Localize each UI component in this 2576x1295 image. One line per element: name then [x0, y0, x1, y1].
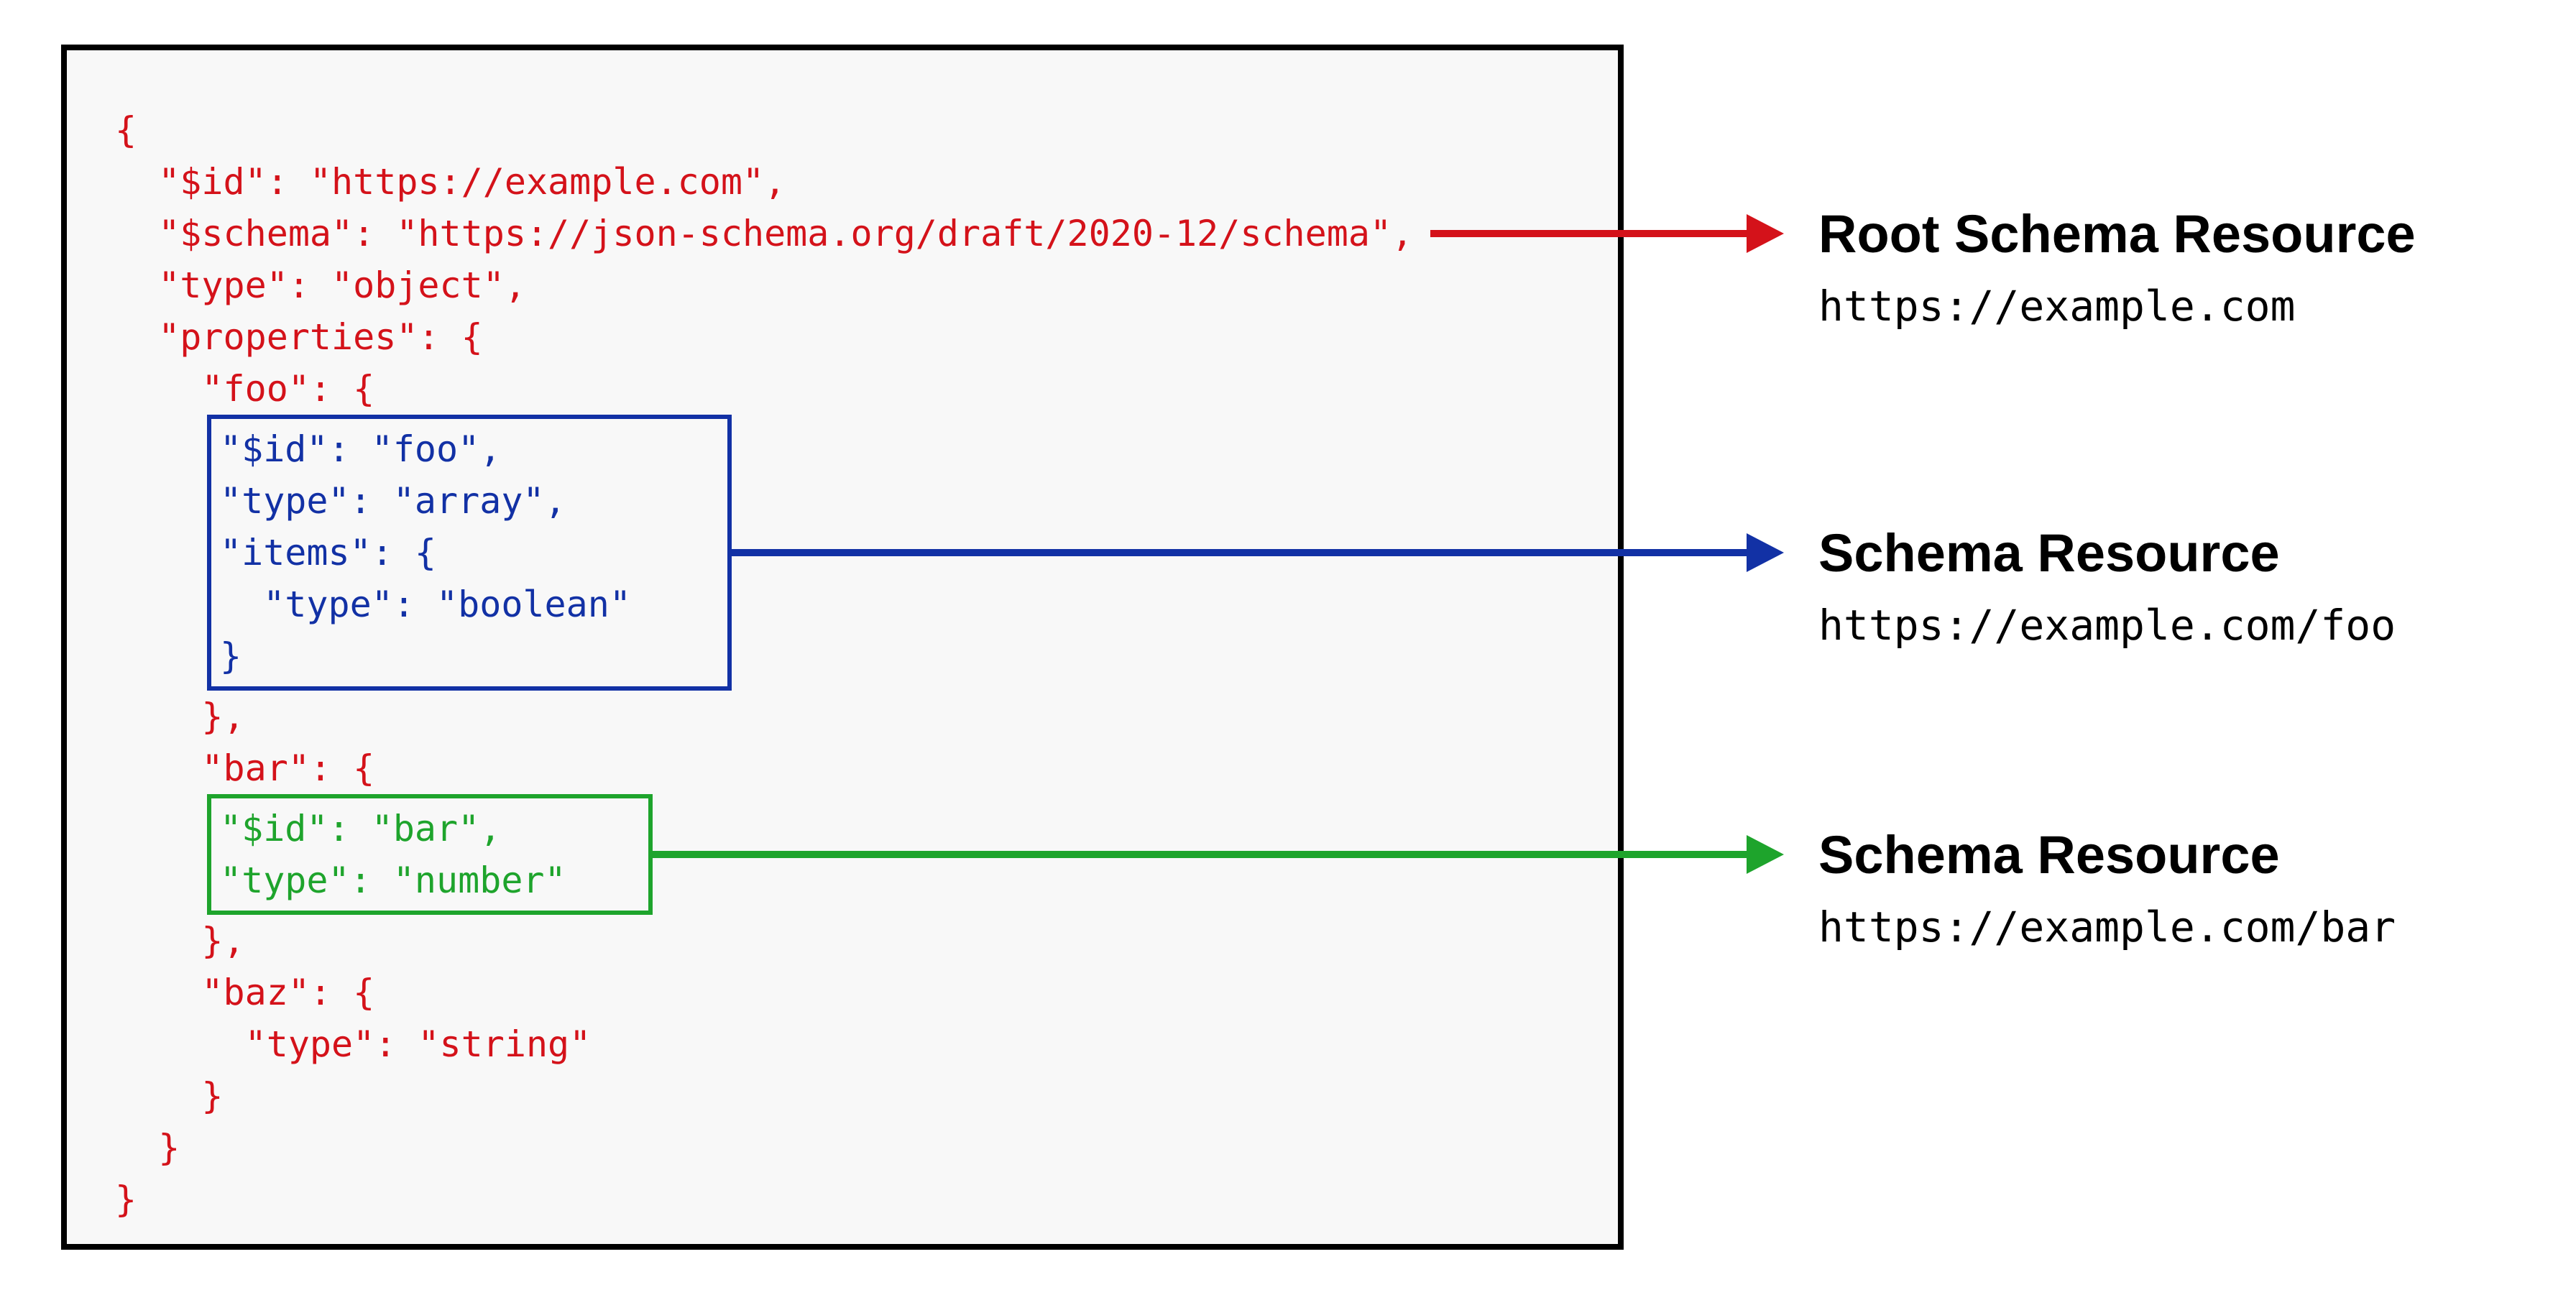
code-line: "$id": "https://example.com",	[115, 161, 786, 203]
foo-schema-resource-box: "$id": "foo", "type": "array", "items": …	[207, 415, 732, 691]
code-line: }	[115, 1075, 224, 1117]
code-line: "type": "object",	[115, 264, 526, 306]
code-line: "foo": {	[115, 368, 375, 410]
code-line: }	[115, 1127, 180, 1169]
code-line: "$id": "bar",	[220, 808, 502, 849]
code-line: "type": "string"	[115, 1023, 592, 1065]
annotation-title: Root Schema Resource	[1818, 204, 2416, 264]
root-arrowhead-icon	[1747, 214, 1784, 253]
bar-arrow-line	[650, 851, 1752, 858]
code-line: "$id": "foo",	[220, 428, 502, 470]
bar-schema-resource-box: "$id": "bar", "type": "number"	[207, 794, 653, 915]
code-line-schema-keyword: "$schema": "https://json-schema.org/draf…	[115, 213, 1414, 254]
root-arrow-line	[1430, 230, 1752, 237]
schema-code-panel	[61, 45, 1624, 1250]
annotation-url: https://example.com/bar	[1818, 903, 2396, 951]
code-line: "bar": {	[115, 747, 375, 789]
foo-arrowhead-icon	[1747, 533, 1784, 572]
annotation-url: https://example.com/foo	[1818, 601, 2396, 650]
code-line: },	[115, 696, 245, 737]
code-line: {	[115, 109, 137, 151]
code-line: }	[220, 635, 242, 677]
annotation-url: https://example.com	[1818, 282, 2296, 331]
code-line: "type": "boolean"	[220, 584, 631, 625]
code-line: },	[115, 920, 245, 962]
annotation-foo-schema-resource: Schema Resource https://example.com/foo	[1818, 523, 2396, 651]
bar-arrowhead-icon	[1747, 835, 1784, 874]
code-line: "baz": {	[115, 972, 375, 1013]
code-line: "properties": {	[115, 316, 483, 358]
annotation-bar-schema-resource: Schema Resource https://example.com/bar	[1818, 825, 2396, 953]
code-line: "type": "array",	[220, 480, 566, 522]
json-schema-code: { "$id": "https://example.com", "$schema…	[115, 104, 1413, 1225]
code-line: "items": {	[220, 532, 437, 573]
code-line: }	[115, 1179, 137, 1220]
code-line: "type": "number"	[220, 860, 566, 901]
annotation-root-schema-resource: Root Schema Resource https://example.com	[1818, 204, 2416, 332]
foo-arrow-line	[729, 549, 1752, 556]
annotation-title: Schema Resource	[1818, 523, 2280, 583]
annotation-title: Schema Resource	[1818, 825, 2280, 885]
